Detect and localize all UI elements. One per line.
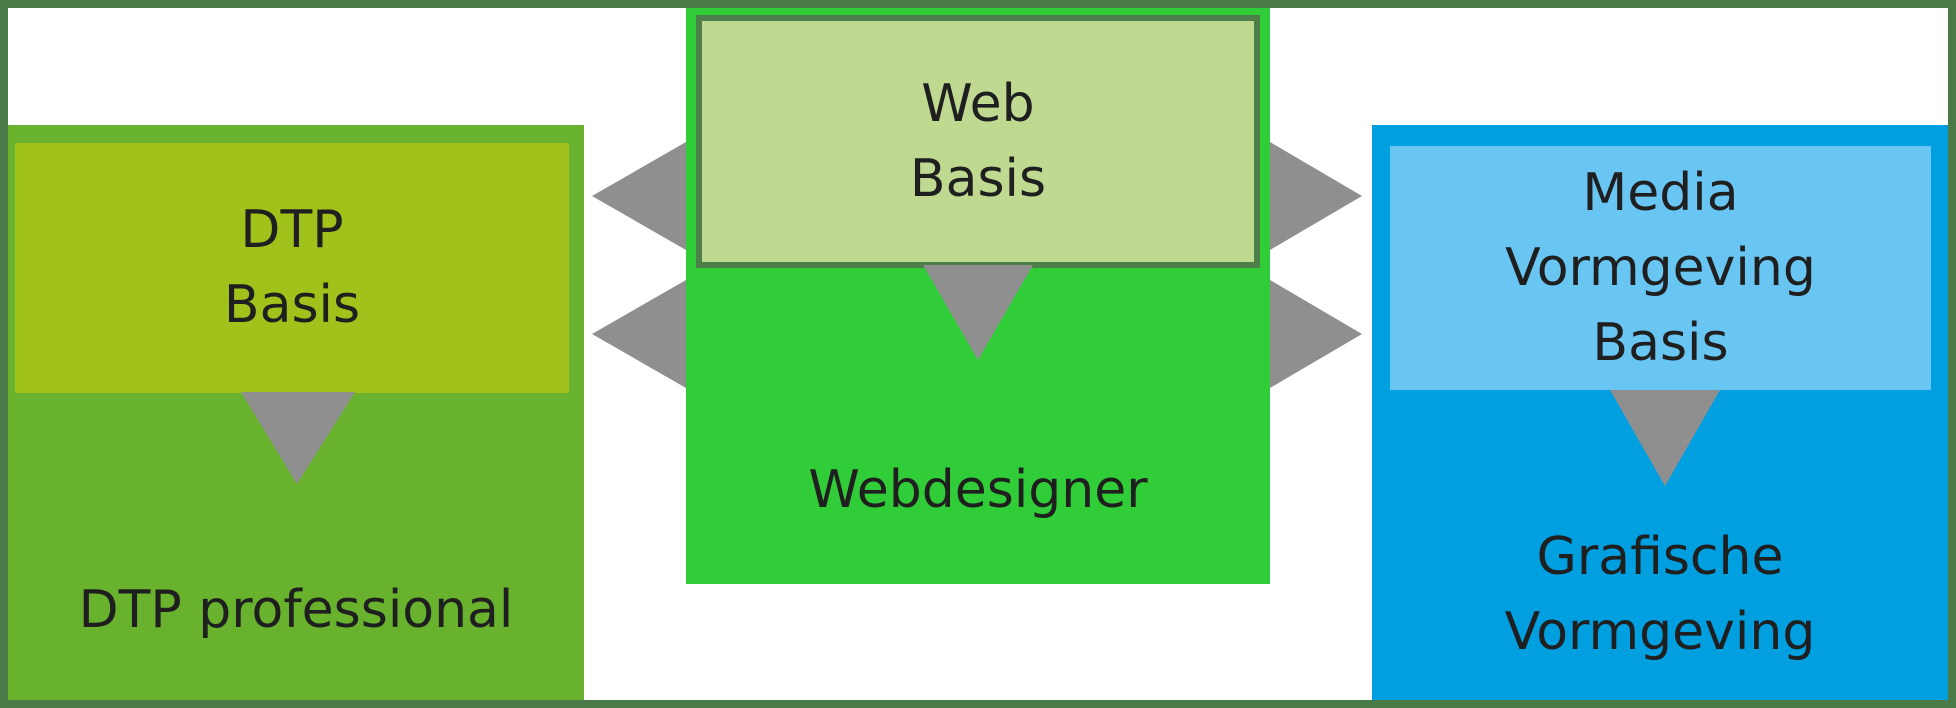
arrow-down-media (1610, 390, 1720, 486)
dtp-basis-label-line2: Basis (223, 275, 361, 335)
dtp-basis-box: DTP Basis (15, 143, 569, 393)
web-basis-label-line2: Basis (909, 148, 1047, 209)
dtp-basis-label-line1: DTP (240, 200, 344, 260)
arrow-left-upper (592, 142, 686, 250)
web-basis-label-line1: Web (921, 73, 1035, 134)
arrow-right-upper (1270, 142, 1362, 250)
webdesigner-box: Webdesigner (686, 440, 1270, 540)
grafische-vormgeving-box: Grafische Vormgeving (1372, 515, 1948, 675)
arrow-down-dtp (241, 392, 355, 484)
grafische-label-line1: Grafische (1536, 527, 1784, 587)
dtp-professional-label: DTP professional (78, 579, 514, 640)
media-basis-label-line2: Vormgeving (1505, 237, 1816, 298)
arrow-right-lower (1270, 280, 1362, 388)
arrow-left-lower (592, 280, 686, 388)
media-basis-label-line3: Basis (1592, 312, 1729, 373)
dtp-professional-box: DTP professional (8, 560, 584, 660)
webdesigner-label: Webdesigner (808, 459, 1148, 520)
grafische-label-line2: Vormgeving (1504, 602, 1816, 662)
media-basis-label-line1: Media (1582, 162, 1739, 223)
arrow-down-web (923, 265, 1033, 360)
media-vormgeving-basis-box: Media Vormgeving Basis (1390, 146, 1931, 390)
